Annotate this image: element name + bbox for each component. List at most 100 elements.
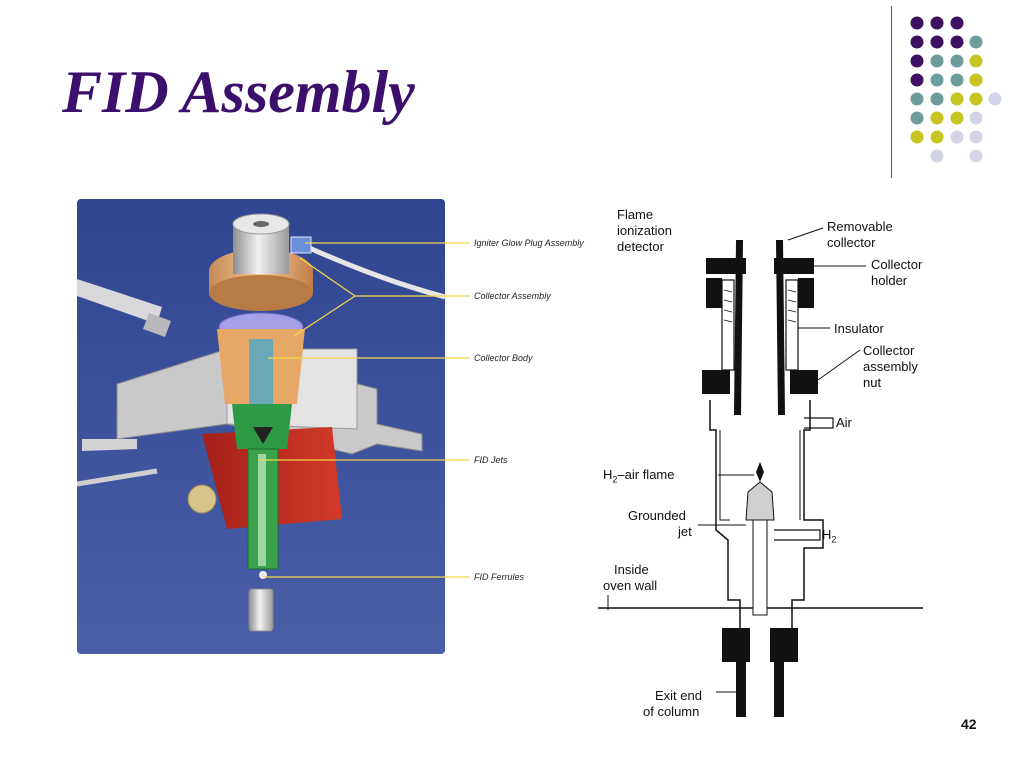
schematic-label-nut-3: nut [863,375,882,390]
schematic-label-flame: Flame [617,207,654,222]
fid-cutaway-illustration [77,199,445,654]
decor-dot [910,54,924,68]
collector-collar-bottom [209,275,313,311]
column-inner [752,519,768,616]
schematic-label-nut-2: assembly [863,359,918,374]
air-inlet [804,417,834,429]
decor-dot [930,35,944,49]
page-number: 42 [961,716,977,732]
nut-left [702,370,730,394]
decor-dot [969,92,983,106]
left-tube [77,279,162,324]
jet-housing [232,404,292,449]
column-tube-highlight [258,454,266,566]
decorative-dot-grid [910,16,1002,163]
h2-symbol-2: H [822,527,832,542]
nut-right [790,370,818,394]
schematic-label-detector: detector [617,239,664,254]
igniter-cable [305,244,445,300]
decor-dot [930,73,944,87]
holder-left [706,258,746,274]
fitting-right [770,628,798,662]
decor-dot [930,130,944,144]
decor-dot [950,130,964,144]
decor-dot [950,54,964,68]
jet-tip [253,427,273,444]
schematic-label-exit-end: Exit end [655,688,702,703]
holder-right [774,258,814,274]
slide-title: FID Assembly [62,59,415,125]
holder-side-left [706,278,722,308]
schematic-label-nut-1: Collector [863,343,915,358]
flame-symbol [756,462,764,482]
schematic-label-h2-air-flame: H2–air flame [603,467,674,488]
decor-dot [969,111,983,125]
callout-fid-ferrules-label: FID Ferrules [474,572,525,582]
decor-dot [969,149,983,163]
column-nut [248,588,274,632]
leader-nut [817,349,861,381]
callout-collector-body-label: Collector Body [474,353,533,363]
collector-tube-right [776,240,785,415]
schematic-label-grounded: Grounded [628,508,686,523]
decor-dot [950,35,964,49]
callout-collector-assembly-label: Collector Assembly [474,291,551,301]
schematic-label-oven-wall: oven wall [603,578,658,593]
h2-inlet [774,529,821,541]
decor-dot [930,54,944,68]
h2-subscript-2: 2 [831,534,837,545]
collector-tube-left [734,240,743,415]
callout-fid-jets-label: FID Jets [474,455,508,465]
schematic-label-collector: collector [827,235,876,250]
wire-lead-2 [77,468,158,487]
schematic-label-holder-1: Collector [871,257,923,272]
insulator-left [721,279,735,371]
decor-dot [969,54,983,68]
callout-line-collector-assembly-a [299,257,356,297]
collector-bore [249,339,273,409]
leader-removable [787,227,824,241]
decor-dot [969,73,983,87]
column-exit-left [736,662,746,717]
callout-line-collector-assembly-b [293,295,356,337]
tube-end [143,313,171,337]
detector-body-outline [709,400,824,630]
decor-dot [950,111,964,125]
decor-dot [950,73,964,87]
decor-dot [910,16,924,30]
decor-dot [988,92,1002,106]
decor-dot [950,16,964,30]
decor-dot [950,92,964,106]
decor-dot [910,92,924,106]
decor-dot [930,111,944,125]
decor-dot [969,130,983,144]
schematic-label-inside: Inside [614,562,649,577]
inner-wall [719,430,801,521]
wire-lead-1 [82,439,137,451]
schematic-label-ionization: ionization [617,223,672,238]
grounded-jet-cone [745,481,775,521]
decor-dot [910,130,924,144]
schematic-label-insulator: Insulator [834,321,884,336]
schematic-label-removable: Removable [827,219,893,234]
decor-dot [969,35,983,49]
schematic-label-jet: jet [678,524,692,539]
schematic-label-air: Air [836,415,852,430]
decor-dot [910,111,924,125]
decor-dot [910,35,924,49]
insulator-right [785,279,799,371]
column-exit-right [774,662,784,717]
decor-dot [930,16,944,30]
air-flame-text: –air flame [617,467,675,482]
glow-plug-cylinder [187,484,217,514]
schematic-label-holder-2: holder [871,273,908,288]
cap-bore [253,221,269,227]
schematic-label-of-column: of column [643,704,700,719]
h2-subscript: 2 [612,474,618,485]
decor-dot [910,73,924,87]
fitting-left [722,628,750,662]
h2-symbol: H [603,467,613,482]
decor-dot [930,92,944,106]
decor-dot [930,149,944,163]
